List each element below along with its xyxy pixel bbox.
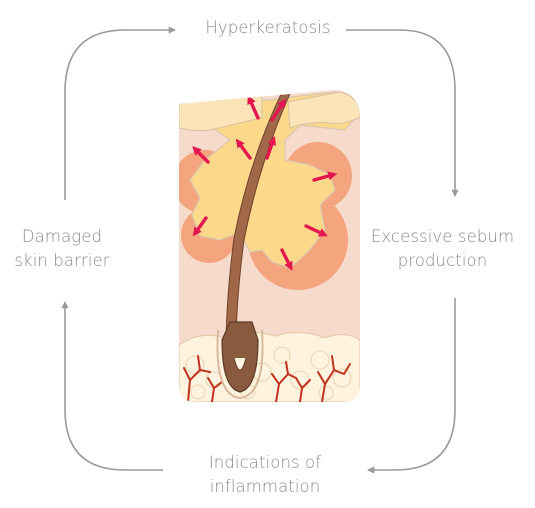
hair-bulb xyxy=(221,321,259,393)
red-pressure-arrows xyxy=(192,95,338,271)
epidermis-top-right xyxy=(287,91,360,129)
label-line: production xyxy=(397,251,488,270)
label-line: Indications of xyxy=(208,453,322,472)
blood-vessels xyxy=(183,355,351,402)
arrow-bottom-to-left xyxy=(61,301,163,471)
label-damaged-skin-barrier: Damaged skin barrier xyxy=(2,225,122,273)
arrow-left-to-top xyxy=(64,26,176,200)
label-line: Damaged xyxy=(21,227,103,246)
label-hyperkeratosis: Hyperkeratosis xyxy=(150,16,386,40)
label-line: Excessive sebum xyxy=(370,227,515,246)
label-indications-of-inflammation: Indications of inflammation xyxy=(175,451,355,499)
label-line: inflammation xyxy=(209,477,321,496)
arrow-right-to-bottom xyxy=(367,298,456,474)
arrow-top-to-right xyxy=(346,29,459,197)
label-line: Hyperkeratosis xyxy=(205,18,331,37)
label-line: skin barrier xyxy=(14,251,110,270)
label-excessive-sebum-production: Excessive sebum production xyxy=(350,225,535,273)
